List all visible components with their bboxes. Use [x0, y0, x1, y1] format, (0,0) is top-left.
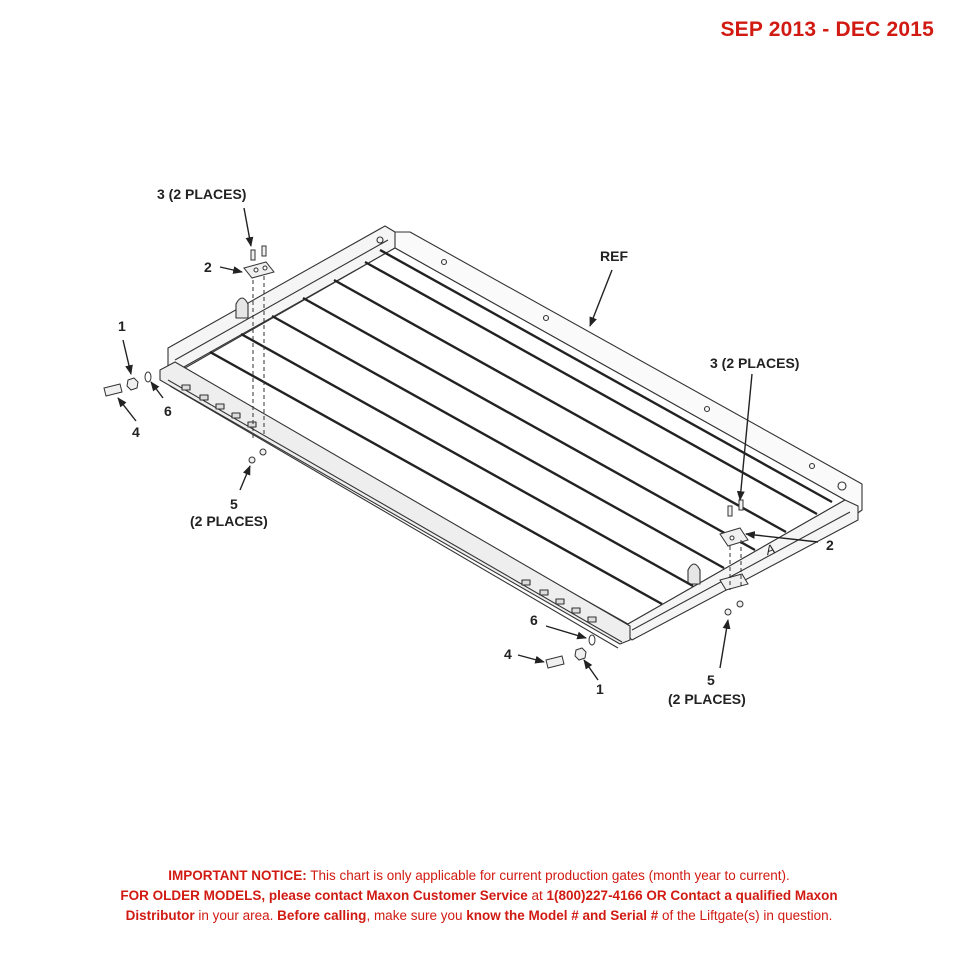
left-hardware	[103, 245, 275, 464]
notice-line-2: FOR OLDER MODELS, please contact Maxon C…	[120, 888, 838, 903]
important-notice: IMPORTANT NOTICE: This chart is only app…	[0, 866, 958, 926]
callout-3-right: 3 (2 PLACES)	[710, 355, 799, 371]
callout-5-right-places: (2 PLACES)	[668, 691, 746, 707]
plate-2-top	[243, 261, 275, 279]
callout-5-left-places: (2 PLACES)	[190, 513, 268, 529]
bolt-4-left	[103, 383, 123, 397]
callout-3-top: 3 (2 PLACES)	[157, 186, 246, 202]
leader-arrows	[117, 207, 819, 681]
callout-1-bottom: 1	[596, 681, 604, 697]
callout-2-top: 2	[204, 259, 212, 275]
callout-1-left: 1	[118, 318, 126, 334]
callout-5-left: 5	[230, 496, 238, 512]
callout-2-right: 2	[826, 537, 834, 553]
deck-slats	[209, 248, 833, 606]
callout-4-bottom: 4	[504, 646, 512, 662]
washer-6-bottom	[588, 634, 596, 646]
notice-line-1: IMPORTANT NOTICE: This chart is only app…	[168, 868, 790, 883]
callout-6-left: 6	[164, 403, 172, 419]
nut-1-bottom	[574, 647, 587, 661]
date-range-title: SEP 2013 - DEC 2015	[720, 18, 934, 41]
hinge-teeth	[181, 384, 597, 623]
callout-6-bottom: 6	[530, 612, 538, 628]
platform-assembly	[159, 225, 863, 649]
nut-1-left	[126, 377, 139, 391]
washer-6-left	[144, 371, 152, 383]
front-lip	[159, 361, 631, 645]
notice-line-3: Distributor in your area. Before calling…	[125, 908, 833, 923]
callout-5-right: 5	[707, 672, 715, 688]
callout-4-left: 4	[132, 424, 140, 440]
callout-ref: REF	[600, 248, 628, 264]
hinge-boss-right	[687, 563, 701, 585]
right-hardware	[545, 499, 749, 669]
bolt-4-bottom	[545, 655, 565, 669]
hinge-boss-left	[235, 297, 249, 319]
